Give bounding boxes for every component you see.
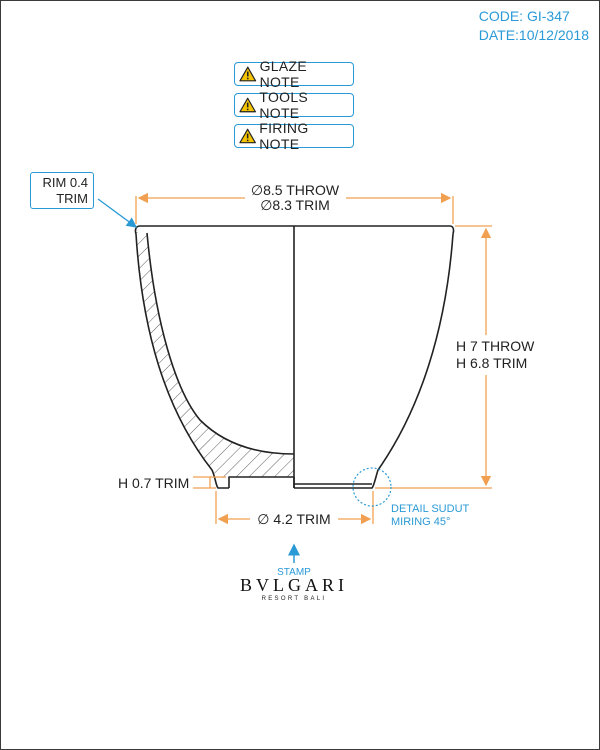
detail-line1: DETAIL SUDUT — [391, 503, 470, 515]
glaze-note-label: GLAZE NOTE — [259, 58, 307, 90]
height-throw: H 7 THROW — [456, 338, 535, 354]
firing-note-button[interactable]: FIRING NOTE — [234, 120, 354, 152]
glaze-note-button[interactable]: GLAZE NOTE — [234, 58, 354, 90]
top-diameter-throw: ∅8.5 THROW — [251, 182, 340, 198]
section-hatch — [136, 232, 294, 478]
code-label: CODE: GI-347 — [478, 8, 570, 24]
height-dimension: H 7 THROW H 6.8 TRIM — [375, 225, 535, 489]
foot-diameter-label: ∅ 4.2 TRIM — [257, 511, 330, 527]
detail-line2: MIRING 45° — [391, 516, 450, 528]
foot-height-label: H 0.7 TRIM — [118, 475, 189, 491]
rim-callout-line2: TRIM — [56, 191, 88, 206]
firing-note-label: FIRING NOTE — [259, 120, 309, 152]
tools-note-label: TOOLS NOTE — [259, 89, 309, 121]
rim-callout[interactable]: RIM 0.4 TRIM — [30, 172, 94, 209]
tools-note-button[interactable]: TOOLS NOTE — [234, 89, 354, 121]
title-block: CODE: GI-347 DATE:10/12/2018 — [479, 7, 589, 45]
logo-brand: BVLGARI — [240, 575, 348, 595]
logo-subtitle: RESORT BALI — [261, 596, 327, 602]
warning-icon — [239, 128, 256, 144]
foot-diameter-dimension: ∅ 4.2 TRIM — [215, 491, 374, 527]
top-diameter-trim: ∅8.3 TRIM — [260, 197, 330, 213]
height-trim: H 6.8 TRIM — [456, 355, 527, 371]
bowl-outline — [134, 225, 455, 489]
top-diameter-dimension: ∅8.5 THROW ∅8.3 TRIM — [135, 182, 454, 224]
date-label: DATE:10/12/2018 — [478, 27, 589, 43]
detail-callout: DETAIL SUDUT MIRING 45° — [352, 467, 470, 528]
warning-icon — [239, 97, 256, 113]
bvlgari-logo: BVLGARI RESORT BALI — [233, 576, 355, 604]
warning-icon — [239, 66, 257, 82]
rim-callout-arrow — [97, 198, 138, 228]
foot-height-dimension: H 0.7 TRIM — [118, 475, 226, 491]
stamp-label: STAMP — [277, 567, 311, 578]
notes-list: GLAZE NOTE TOOLS NOTE FIRING NOTE — [234, 58, 354, 155]
rim-callout-line1: RIM 0.4 — [42, 175, 88, 190]
